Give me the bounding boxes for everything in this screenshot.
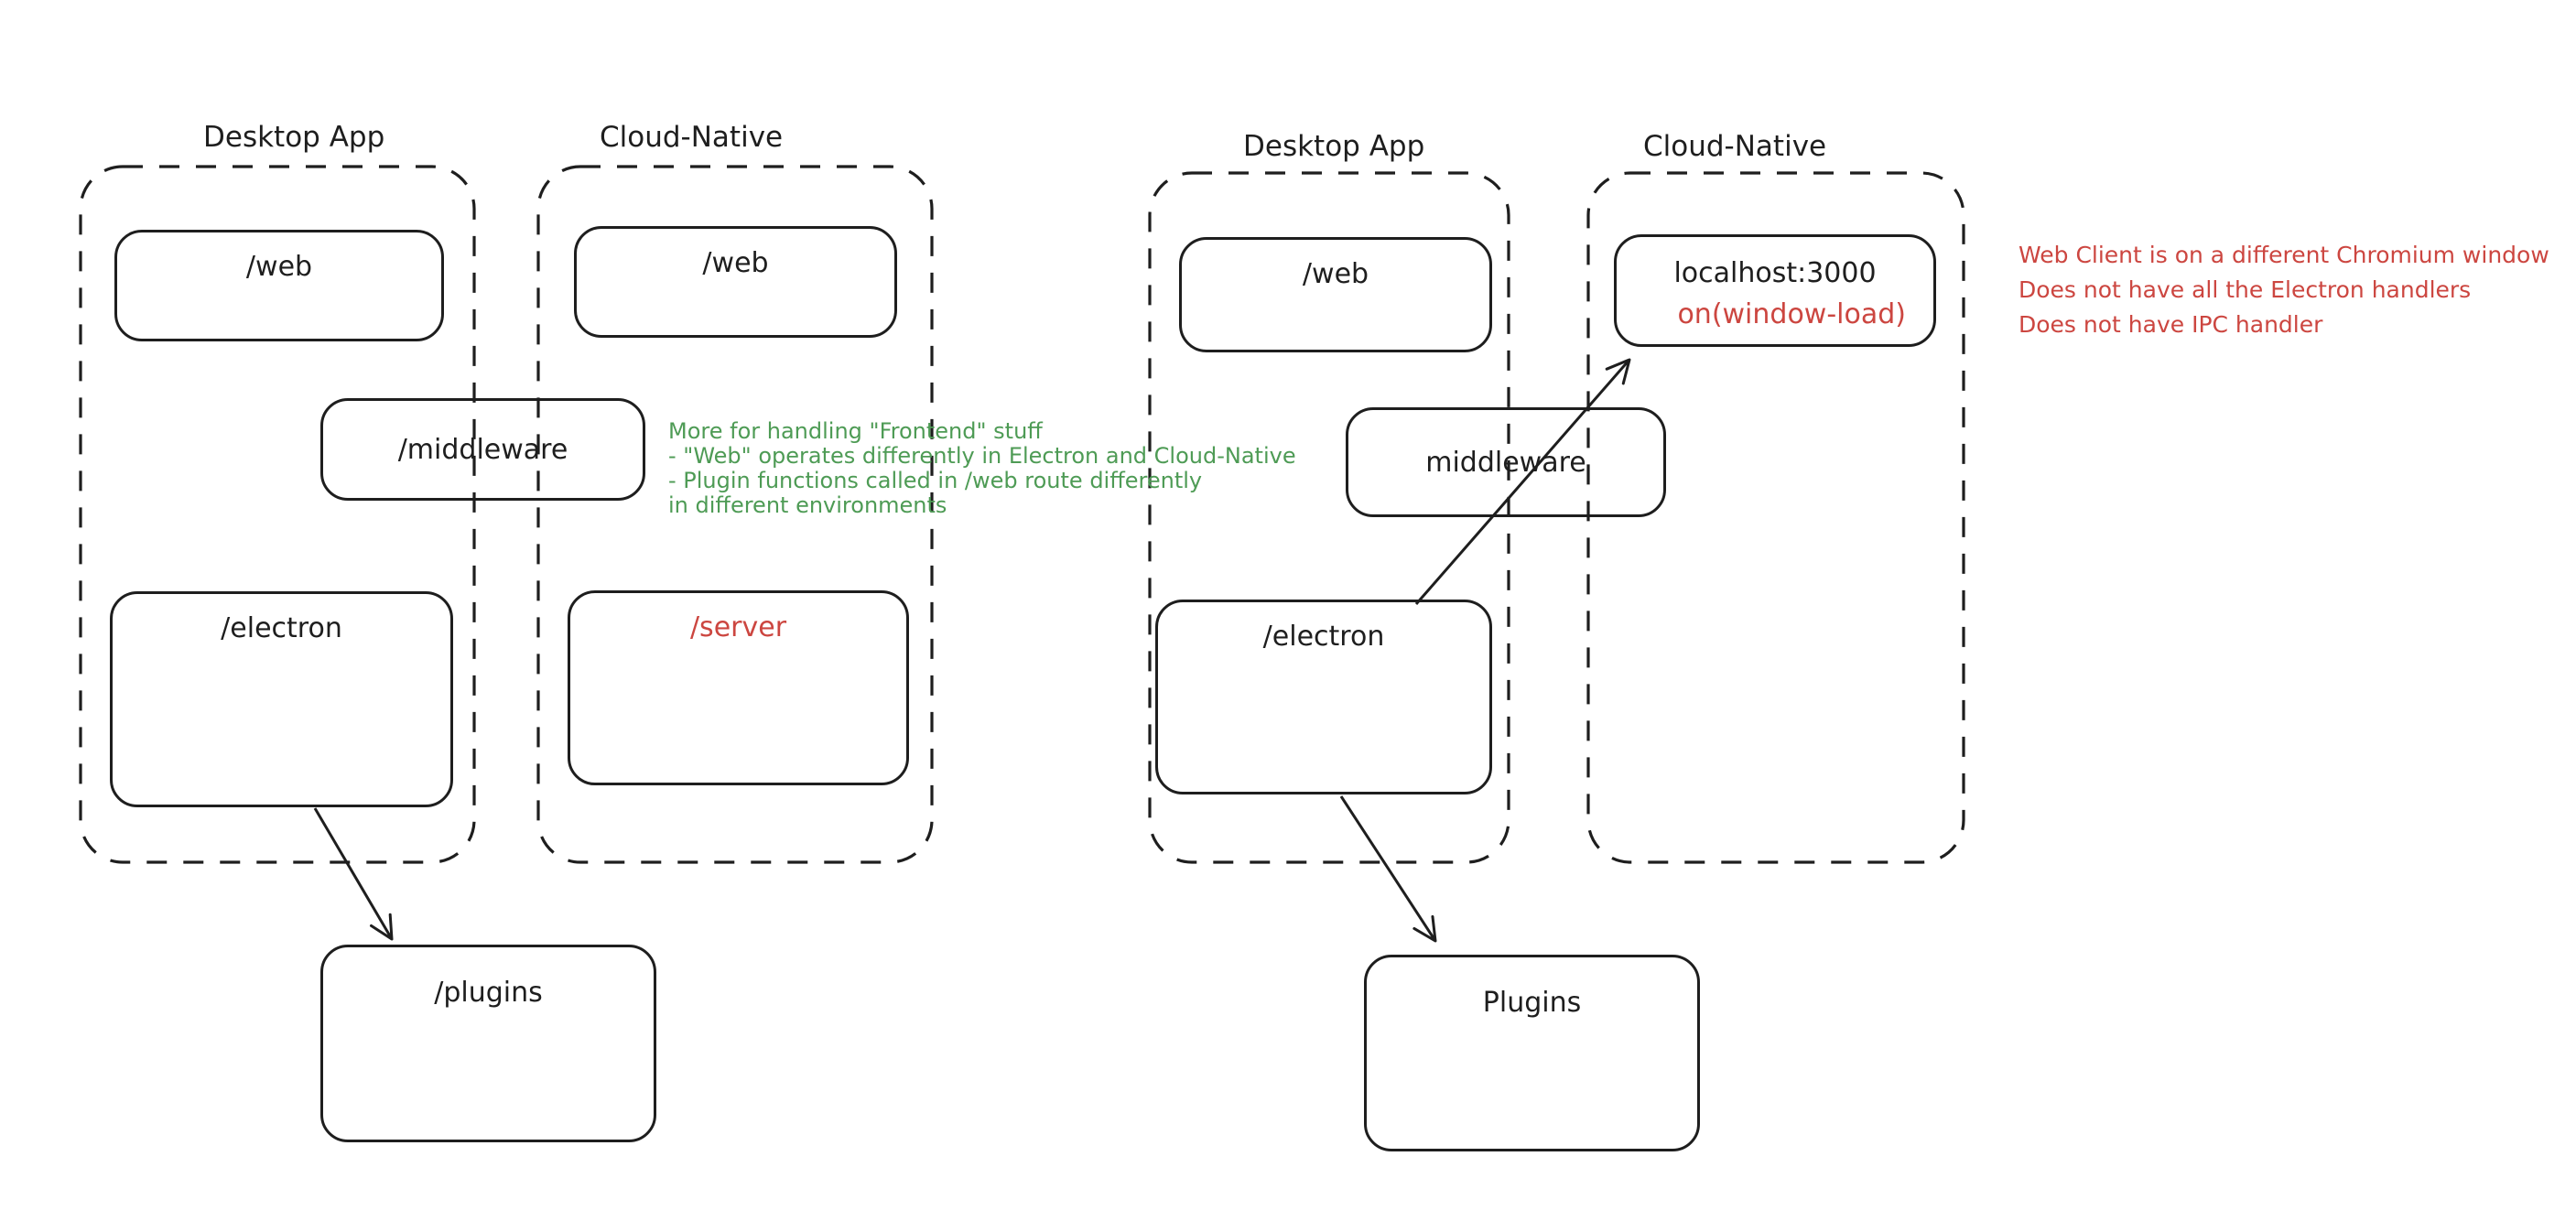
left-electron-box: /electron [110,591,453,807]
right-desktop-app-container [1148,171,1510,864]
green-annotation-line3: - Plugin functions called in /web route … [668,468,1203,493]
server-label: /server [689,611,787,643]
arrow-electron-to-localhost [1414,358,1631,605]
plugins-box-left: /plugins [320,945,656,1142]
left-cloud-web-box: /web [574,226,897,338]
right-cloud-native-container [1586,171,1965,864]
middleware-box-right: middleware [1346,407,1666,517]
plugins-label-right: Plugins [1482,987,1582,1019]
left-cloud-native-title: Cloud-Native [600,121,784,154]
arrow-electron-to-plugins-right [1339,795,1437,943]
right-electron-label: /electron [1262,621,1385,653]
red-annotation-line2: Does not have all the Electron handlers [2019,276,2472,303]
left-desktop-app-title: Desktop App [203,121,385,154]
localhost-label: localhost:3000 [1673,257,1877,289]
left-web-label: /web [245,251,313,283]
right-desktop-app-title: Desktop App [1243,130,1425,163]
right-web-box: /web [1179,237,1492,352]
middleware-label-left: /middleware [397,433,568,466]
green-annotation-line2: - "Web" operates differently in Electron… [668,443,1296,469]
left-cloud-native-container [536,165,934,864]
green-annotation-line1: More for handling "Frontend" stuff [668,418,1043,444]
plugins-box-right: Plugins [1364,955,1700,1151]
localhost-box: localhost:3000 on(window-load) [1614,234,1936,347]
on-window-load-label: on(window-load) [1677,298,1906,330]
red-annotation-line3: Does not have IPC handler [2019,311,2323,338]
plugins-label-left: /plugins [434,977,543,1009]
right-web-label: /web [1302,258,1369,290]
red-annotation-line1: Web Client is on a different Chromium wi… [2019,242,2549,268]
left-web-box: /web [114,230,444,341]
left-cloud-web-label: /web [702,247,769,279]
red-annotation: Web Client is on a different Chromium wi… [2019,238,2549,342]
arrow-electron-to-plugins-left [313,807,394,941]
middleware-label-right: middleware [1425,446,1586,479]
middleware-box-left: /middleware [320,398,645,501]
green-annotation-line4: in different environments [668,492,947,518]
green-annotation: More for handling "Frontend" stuff - "We… [668,419,1296,518]
left-electron-label: /electron [221,612,342,644]
left-desktop-app-container [79,165,476,864]
right-electron-box: /electron [1155,600,1492,794]
server-box: /server [568,590,909,785]
right-cloud-native-title: Cloud-Native [1643,130,1827,163]
